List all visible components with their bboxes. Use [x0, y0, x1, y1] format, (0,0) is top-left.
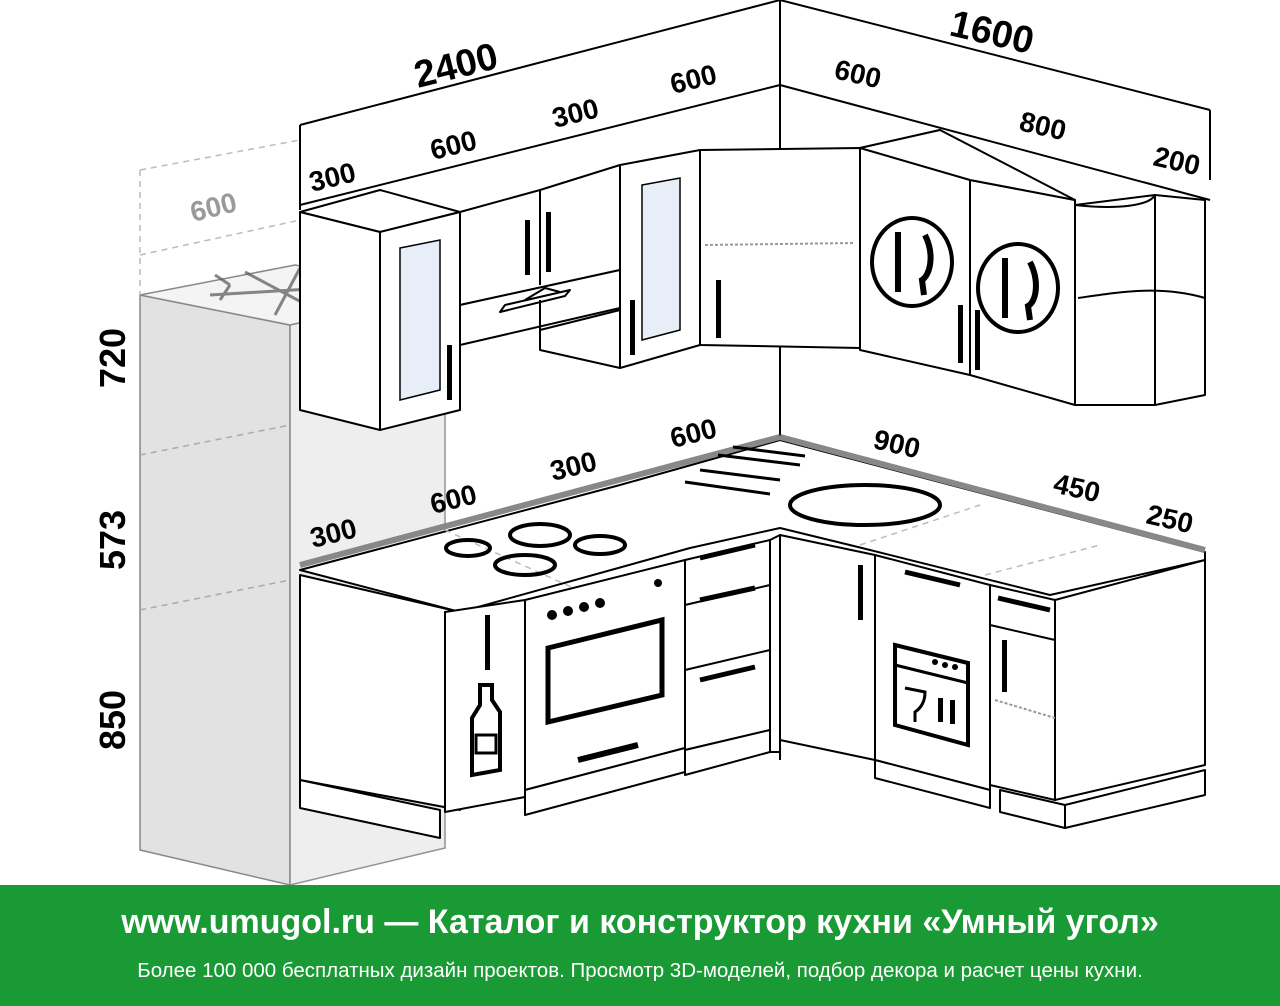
dim-total-left: 2400 — [410, 36, 502, 97]
dimension-labels: 2400 1600 300 600 300 600 600 800 200 60… — [92, 3, 1203, 750]
dim-lower-right-2: 450 — [1051, 468, 1103, 509]
countertop — [299, 434, 1206, 613]
cutlery-icon — [870, 216, 954, 308]
kitchen-diagram: 2400 1600 300 600 300 600 600 800 200 60… — [92, 0, 1211, 885]
dim-height-middle: 573 — [92, 510, 133, 570]
dim-upper-right-1: 600 — [832, 54, 884, 95]
promo-banner: www.umugol.ru — Каталог и конструктор ку… — [0, 885, 1280, 1006]
dim-upper-right-3: 200 — [1151, 141, 1203, 182]
banner-subtitle: Более 100 000 бесплатных дизайн проектов… — [137, 959, 1143, 982]
dim-fridge-depth: 600 — [187, 186, 240, 227]
dim-upper-left-3: 300 — [549, 92, 602, 133]
bottle-icon — [470, 683, 502, 778]
room-walls — [299, 0, 1211, 440]
dim-lower-left-4: 600 — [667, 412, 720, 453]
cutlery-icon — [976, 242, 1060, 334]
dim-lower-right-1: 900 — [871, 424, 923, 465]
sink-icon — [684, 445, 942, 527]
dim-lower-left-3: 300 — [547, 445, 600, 486]
dim-upper-right-2: 800 — [1017, 106, 1069, 147]
dim-height-lower: 850 — [92, 690, 133, 750]
dim-total-right: 1600 — [946, 3, 1038, 63]
upper-cabinets — [299, 129, 1206, 431]
dim-upper-left-4: 600 — [667, 58, 720, 99]
hob-icon — [444, 522, 627, 577]
banner-title[interactable]: www.umugol.ru — Каталог и конструктор ку… — [121, 903, 1159, 941]
oven-icon — [545, 579, 665, 763]
dishwasher-icon — [893, 642, 970, 748]
dim-upper-left-2: 600 — [427, 124, 480, 165]
lower-cabinets — [299, 534, 1206, 839]
range-hood-icon — [499, 287, 571, 313]
dim-height-upper: 720 — [92, 328, 133, 388]
